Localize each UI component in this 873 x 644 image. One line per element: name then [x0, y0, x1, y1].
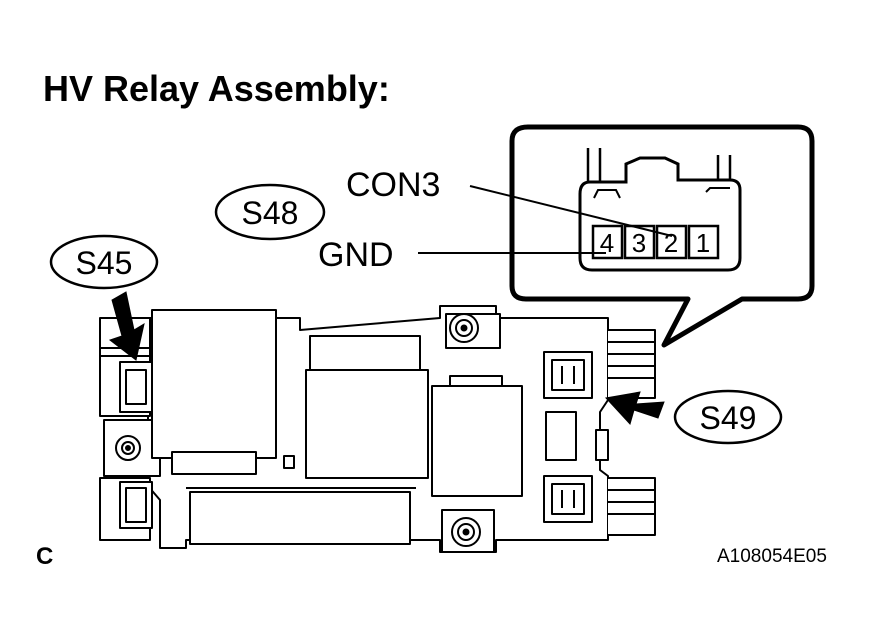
con3-label: CON3 [346, 166, 440, 204]
right-terminal-upper [608, 329, 656, 399]
s49-label: S49 [700, 400, 757, 436]
figure-code: A108054E05 [717, 546, 827, 567]
pin-number-3: 3 [632, 228, 646, 258]
pin-cavity-4 [591, 224, 624, 260]
pin-cavity-1 [687, 224, 720, 260]
s45-ellipse [49, 234, 159, 290]
pin-number-4: 4 [600, 228, 614, 258]
connector-housing [578, 156, 742, 272]
s45-label: S45 [76, 245, 133, 281]
s48-label: S48 [242, 195, 299, 231]
gnd-label: GND [318, 236, 394, 274]
s45-pointer-arrow [108, 291, 145, 361]
connector-callout [509, 124, 815, 348]
relay-center [305, 369, 429, 479]
s49-ellipse [673, 389, 783, 445]
pin-number-2: 2 [664, 228, 678, 258]
relay-center-top [309, 335, 421, 373]
corner-letter: C [36, 543, 54, 570]
pin-cavity-3 [623, 224, 656, 260]
diagram-title: HV Relay Assembly: [43, 68, 390, 109]
relay-right [431, 385, 523, 497]
pin-number-1: 1 [696, 228, 710, 258]
socket-s49-lower [543, 475, 593, 523]
right-terminal-lower [608, 477, 656, 536]
bus-bar [189, 491, 411, 545]
relay-main-left [151, 309, 277, 459]
pin-cavity-2 [655, 224, 688, 260]
relay-assembly-body [99, 305, 656, 553]
con3-leader-line [469, 185, 673, 237]
s49-pointer-arrow [605, 391, 665, 425]
socket-s49-upper [543, 351, 593, 399]
s48-ellipse [214, 183, 326, 241]
